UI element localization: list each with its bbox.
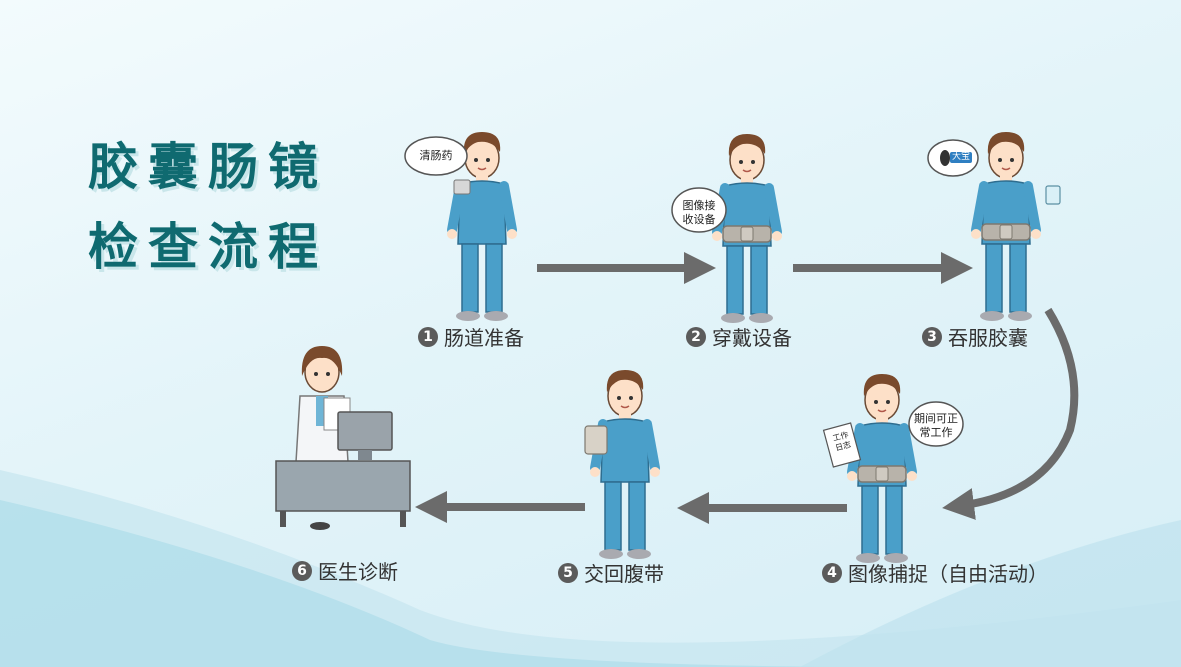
step-label-text: 医生诊断 — [318, 560, 398, 584]
speech-bubble-step2 — [671, 187, 727, 233]
desk — [275, 460, 411, 512]
bubble-text-step2: 图像接 收设备 — [676, 199, 722, 227]
patient-figure-step2 — [712, 134, 782, 323]
bubble-text-line: 收设备 — [682, 212, 716, 226]
step-number-badge: 4 — [822, 562, 842, 583]
background-wave — [800, 520, 1181, 667]
step-label-5: 5 交回腹带 — [558, 558, 664, 587]
step-label-6: 6 医生诊断 — [292, 556, 398, 585]
step-number-badge: 2 — [686, 326, 706, 347]
computer-stand — [358, 450, 372, 460]
bubble-text-step4: 期间可正 常工作 — [910, 412, 962, 440]
patient-figure-step5 — [584, 370, 660, 559]
step-label-text: 交回腹带 — [584, 562, 664, 586]
step-label-text: 穿戴设备 — [712, 326, 792, 350]
bubble-text-step3: 大宝 — [950, 152, 972, 164]
arrow-step3-to-step4 — [942, 307, 1079, 520]
doctor-shoe — [310, 522, 330, 530]
step-label-4: 4 图像捕捉（自由活动） — [822, 558, 1048, 587]
speech-bubble-step1 — [404, 136, 468, 176]
patient-figure-step1 — [447, 132, 517, 321]
step-number-badge: 5 — [558, 562, 578, 583]
step-label-2: 2 穿戴设备 — [686, 322, 792, 351]
speech-bubble-step4 — [908, 401, 964, 447]
bubble-text-line: 常工作 — [919, 425, 953, 439]
computer-monitor — [337, 411, 393, 451]
capsule-icon — [940, 150, 950, 166]
desk-leg — [280, 511, 286, 527]
diagram-title-line2: 检查流程 — [88, 218, 328, 276]
work-log-paper — [822, 422, 862, 468]
desk-leg — [400, 511, 406, 527]
background-wave — [0, 500, 900, 667]
step-number-badge: 6 — [292, 560, 312, 581]
patient-figure-step4 — [847, 374, 917, 563]
bubble-text-line: 期间可正 — [914, 412, 958, 425]
step-label-3: 3 吞服胶囊 — [922, 322, 1028, 351]
patient-figure-step3 — [971, 132, 1061, 321]
step-number-badge: 3 — [922, 326, 942, 347]
step-number-badge: 1 — [418, 326, 438, 347]
bubble-text-step1: 清肠药 — [419, 149, 453, 162]
step-label-1: 1 肠道准备 — [418, 322, 524, 351]
bubble-text-line: 图像接 — [682, 199, 716, 212]
step-label-text: 吞服胶囊 — [948, 326, 1028, 350]
step-label-text: 图像捕捉（自由活动） — [848, 562, 1048, 586]
diagram-title-line1: 胶囊肠镜 — [88, 138, 328, 196]
step-label-text: 肠道准备 — [444, 326, 524, 350]
